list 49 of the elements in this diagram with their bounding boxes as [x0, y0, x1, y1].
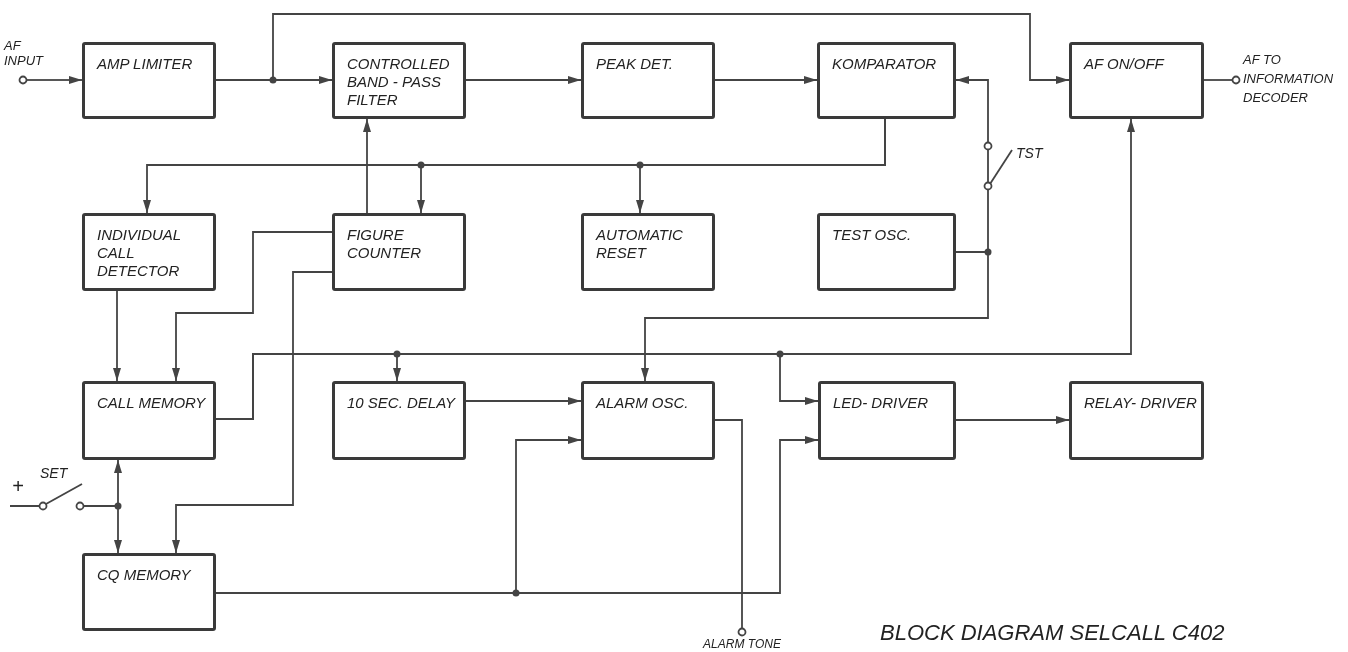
connector-arrow	[172, 271, 333, 554]
block-box	[1069, 42, 1204, 119]
block-label: AUTOMATIC RESET	[596, 226, 684, 262]
connector-arrow	[714, 76, 818, 84]
block-label: CQ MEMORY	[97, 566, 192, 584]
switch-label: TST	[1016, 146, 1043, 160]
block-box	[817, 213, 956, 291]
block-label: ALARM OSC.	[596, 394, 690, 412]
block-label: 10 SEC. DELAY	[347, 394, 457, 412]
connector-arrow	[636, 118, 886, 214]
block-label: PEAK DET.	[596, 55, 674, 73]
block-label: KOMPARATOR	[832, 55, 938, 73]
connector-arrow	[465, 76, 582, 84]
block-box	[82, 381, 216, 460]
connector-arrow	[9, 505, 122, 554]
block-box	[581, 213, 715, 291]
connector-arrow	[51, 76, 83, 84]
connector-arrow	[465, 397, 582, 405]
connector-arrow	[113, 290, 121, 382]
block-label: CALL MEMORY	[97, 394, 207, 412]
connector-arrow	[955, 416, 1070, 424]
block-box	[82, 553, 216, 631]
connector-arrow	[363, 118, 371, 214]
block-box	[332, 42, 466, 119]
block-label: TEST OSC.	[832, 226, 913, 244]
block-box	[82, 213, 216, 291]
terminal-label: ALARM TONE	[701, 637, 782, 651]
switch-label: SET	[40, 466, 68, 480]
block-box	[332, 213, 466, 291]
block-box	[1069, 381, 1204, 460]
connector-arrow	[641, 251, 989, 382]
switch-label: +	[12, 476, 24, 496]
block-label: CONTROLLED BAND - PASS FILTER	[347, 55, 451, 109]
connector-arrow	[172, 231, 333, 382]
block-box	[817, 42, 956, 119]
block-label: INDIVIDUAL CALL DETECTOR	[97, 226, 182, 280]
block-label: FIGURE COUNTER	[347, 226, 423, 262]
block-box	[818, 381, 956, 460]
terminal-label: AF TO INFORMATION DECODER	[1243, 51, 1335, 107]
block-label: RELAY- DRIVER	[1084, 394, 1197, 412]
block-box	[581, 42, 715, 119]
block-label: AF ON/OFF	[1084, 55, 1166, 73]
terminal-label: AF INPUT	[4, 38, 45, 68]
block-label: AMP LIMITER	[97, 55, 194, 73]
block-box	[82, 42, 216, 119]
diagram-title: BLOCK DIAGRAM SELCALL C402	[880, 620, 1225, 646]
block-label: LED- DRIVER	[833, 394, 930, 412]
block-box	[581, 381, 715, 460]
block-box	[332, 381, 466, 460]
